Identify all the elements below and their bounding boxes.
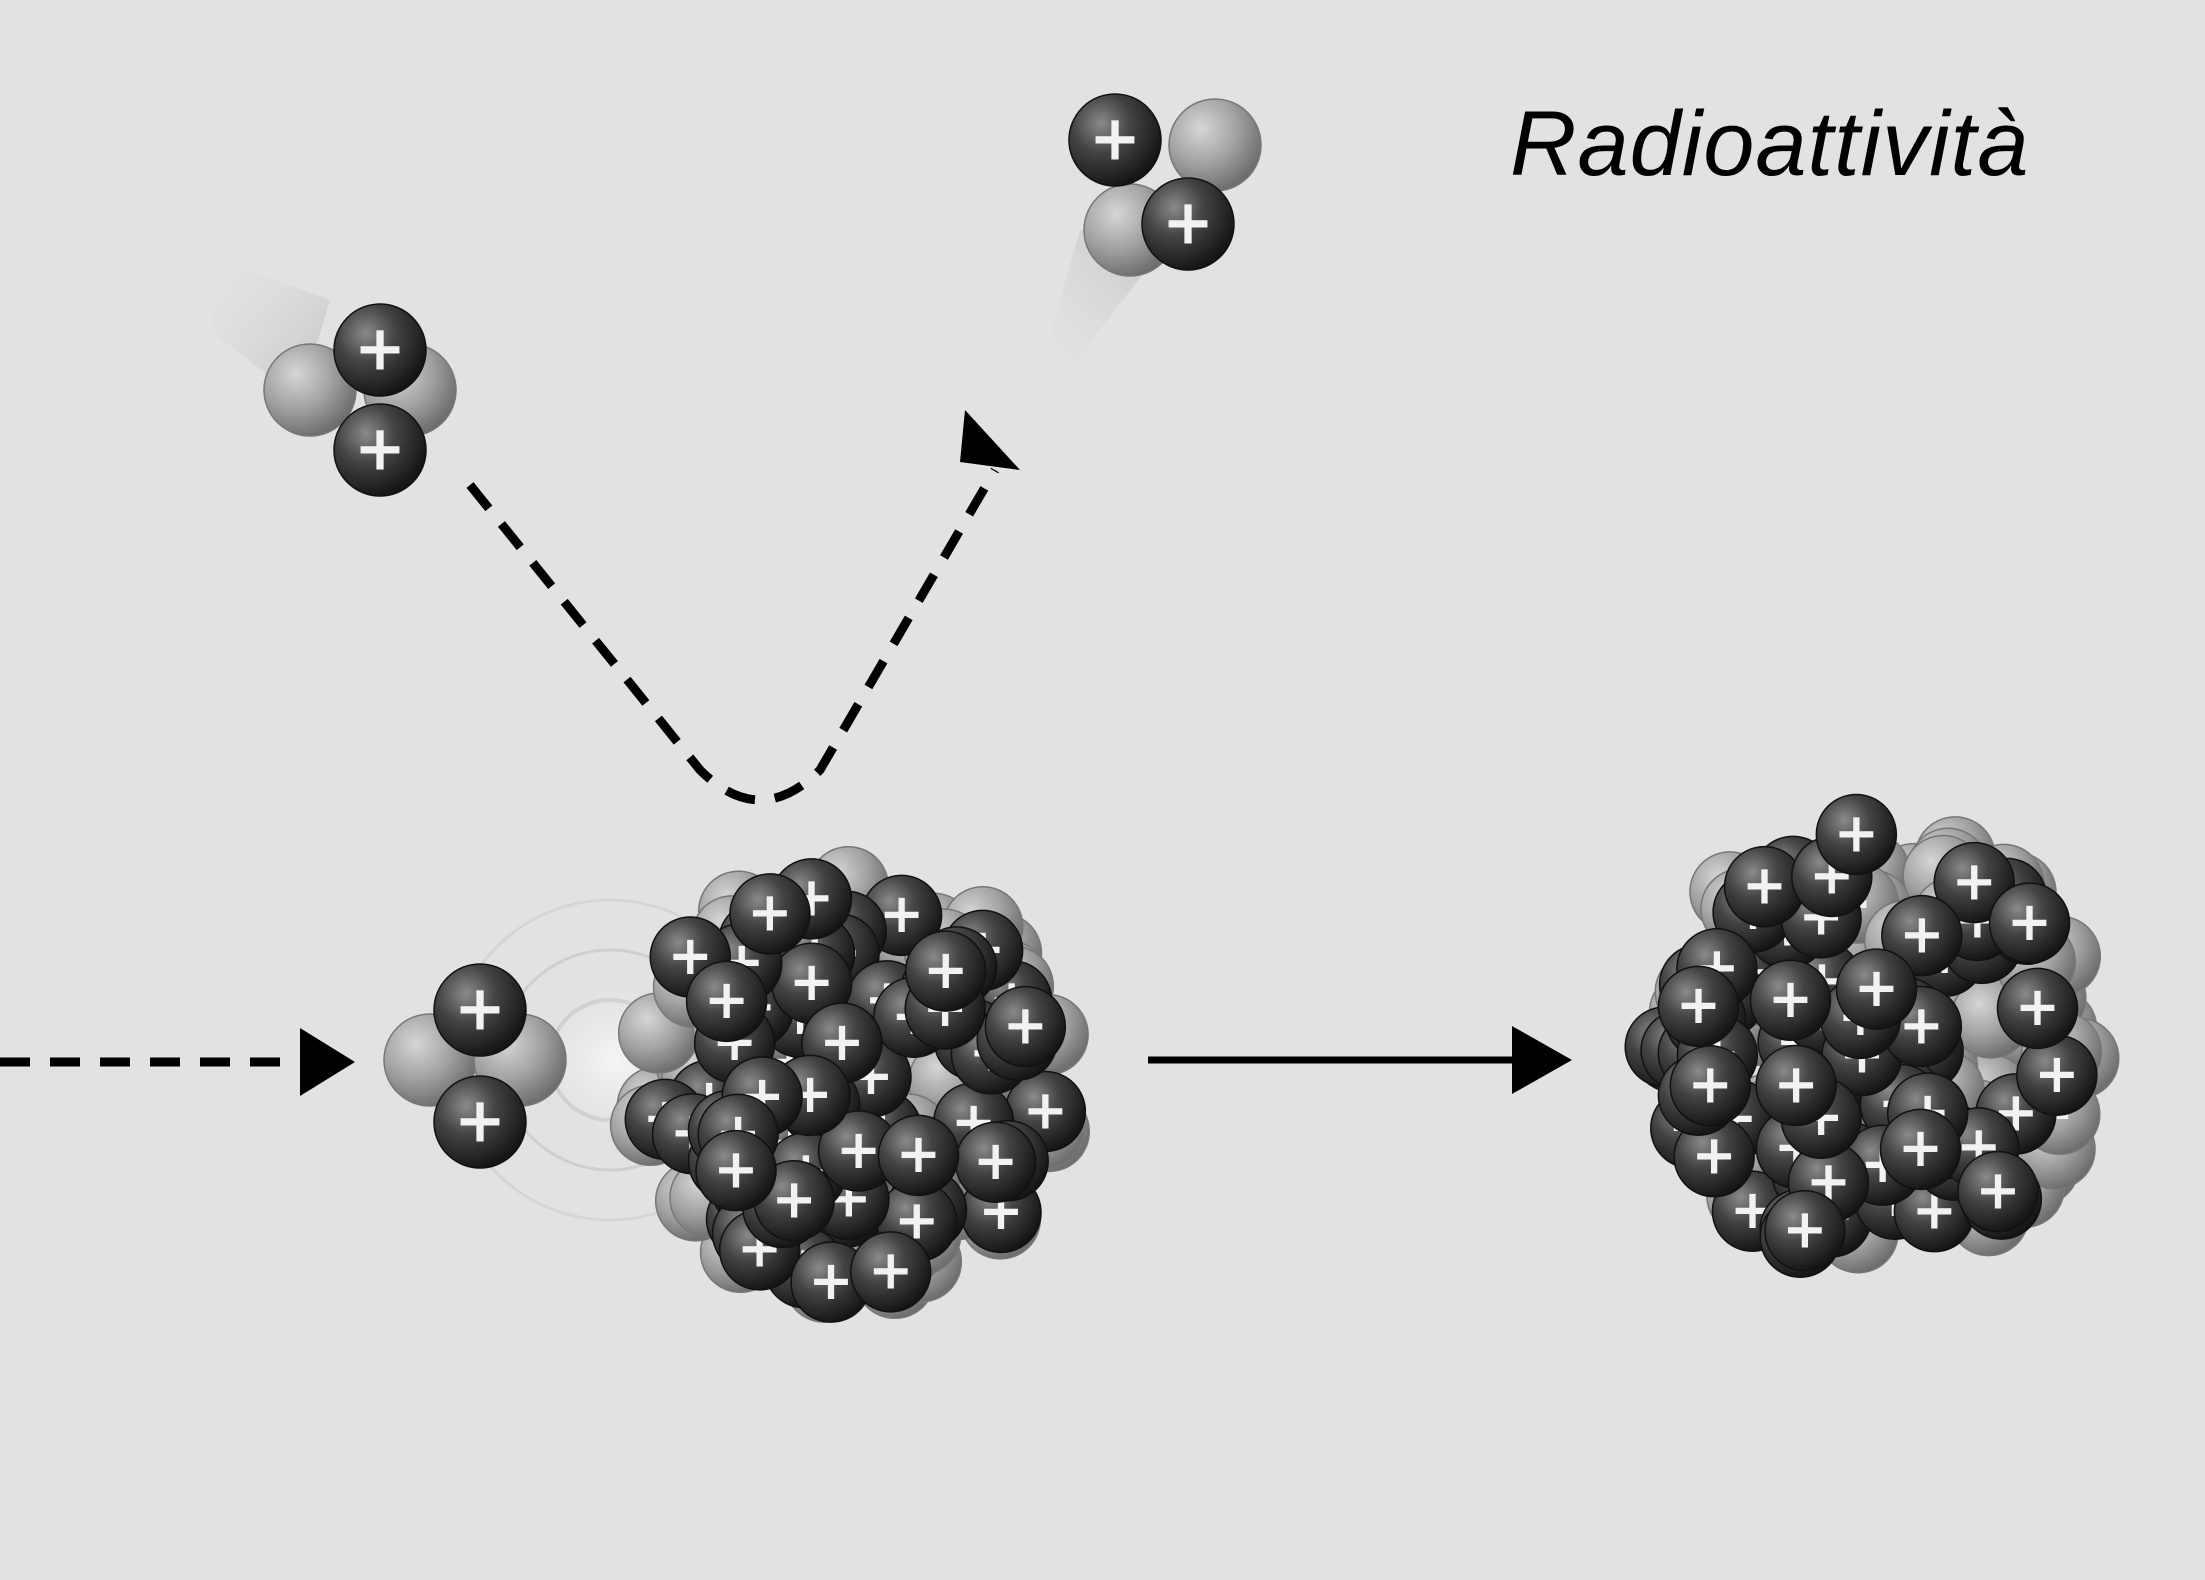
proton: + xyxy=(1673,1115,1755,1198)
plus-sign: + xyxy=(354,411,406,484)
plus-sign: + xyxy=(1834,801,1879,864)
proton: + xyxy=(954,1121,1037,1204)
alpha-particle-incoming: ++ xyxy=(383,963,567,1169)
plus-sign: + xyxy=(1774,1052,1819,1115)
plus-sign: + xyxy=(923,938,968,1001)
proton: + xyxy=(790,1241,872,1323)
plus-sign: + xyxy=(1742,853,1787,916)
plus-sign: + xyxy=(1003,993,1048,1056)
plus-sign: + xyxy=(1688,1053,1733,1116)
plus-sign: + xyxy=(1975,1158,2020,1221)
neutron xyxy=(1168,98,1262,192)
proton: + xyxy=(1933,841,2015,924)
proton: + xyxy=(877,1114,960,1197)
plus-sign: + xyxy=(1162,185,1214,258)
plus-sign: + xyxy=(2015,975,2060,1038)
proton: + xyxy=(849,1231,932,1313)
plus-sign: + xyxy=(808,1249,853,1312)
proton: + xyxy=(333,303,427,397)
proton: + xyxy=(1957,1150,2039,1233)
plus-sign: + xyxy=(713,1137,758,1200)
proton: + xyxy=(1669,1045,1752,1127)
plus-sign: + xyxy=(771,1167,816,1230)
plus-sign: + xyxy=(1899,902,1944,965)
plus-sign: + xyxy=(1676,973,1721,1036)
plus-sign: + xyxy=(1898,1116,1943,1179)
plus-sign: + xyxy=(2034,1042,2079,1105)
plus-sign: + xyxy=(1854,956,1899,1019)
plus-sign: + xyxy=(973,1129,1018,1192)
target-nucleus: ++++++++++++++++++++++++++++++++++++++++… xyxy=(609,845,1090,1323)
plus-sign: + xyxy=(704,968,749,1031)
proton: + xyxy=(1879,1108,1962,1191)
plus-sign: + xyxy=(747,881,792,944)
proton: + xyxy=(904,930,987,1012)
reaction-arrow xyxy=(1148,1026,1572,1094)
proton: + xyxy=(770,942,853,1024)
proton: + xyxy=(433,1075,527,1169)
proton: + xyxy=(1881,894,1963,977)
plus-sign: + xyxy=(1768,967,1813,1030)
plus-sign: + xyxy=(454,1083,506,1156)
proton: + xyxy=(685,960,768,1043)
plus-sign: + xyxy=(2007,890,2052,953)
alpha-particle-scattered-right: ++ xyxy=(1068,93,1262,277)
proton: + xyxy=(1988,882,2071,964)
proton: + xyxy=(1068,93,1162,187)
proton: + xyxy=(333,403,427,497)
plus-sign: + xyxy=(896,1122,941,1185)
proton: + xyxy=(984,985,1067,1068)
product-nucleus: ---------+++++++++++++++++++++++++++++++… xyxy=(1624,793,2120,1278)
proton: + xyxy=(1657,965,1740,1048)
proton: + xyxy=(817,1110,900,1192)
diagram-title: Radioattività xyxy=(1510,93,2030,195)
proton: + xyxy=(1764,1190,1846,1272)
scattering-path-arrow xyxy=(466,410,1020,805)
plus-sign: + xyxy=(1782,1198,1827,1261)
alpha-particle-scattered-left: ++ xyxy=(263,303,457,497)
proton: + xyxy=(695,1129,777,1212)
proton: + xyxy=(1996,967,2079,1050)
proton: + xyxy=(1815,793,1898,876)
incoming-path-arrow xyxy=(0,1028,355,1096)
proton: + xyxy=(729,873,811,955)
proton: + xyxy=(1755,1044,1837,1127)
plus-sign: + xyxy=(836,1118,881,1181)
plus-sign: + xyxy=(1952,849,1997,912)
plus-sign: + xyxy=(354,311,406,384)
proton: + xyxy=(1723,845,1806,928)
proton: + xyxy=(1141,177,1235,271)
proton: + xyxy=(433,963,527,1057)
proton: + xyxy=(1749,959,1832,1041)
proton: + xyxy=(2016,1034,2098,1117)
plus-sign: + xyxy=(454,971,506,1044)
plus-sign: + xyxy=(1089,101,1141,174)
proton: + xyxy=(1835,948,1918,1030)
plus-sign: + xyxy=(789,950,834,1013)
plus-sign: + xyxy=(868,1239,913,1302)
